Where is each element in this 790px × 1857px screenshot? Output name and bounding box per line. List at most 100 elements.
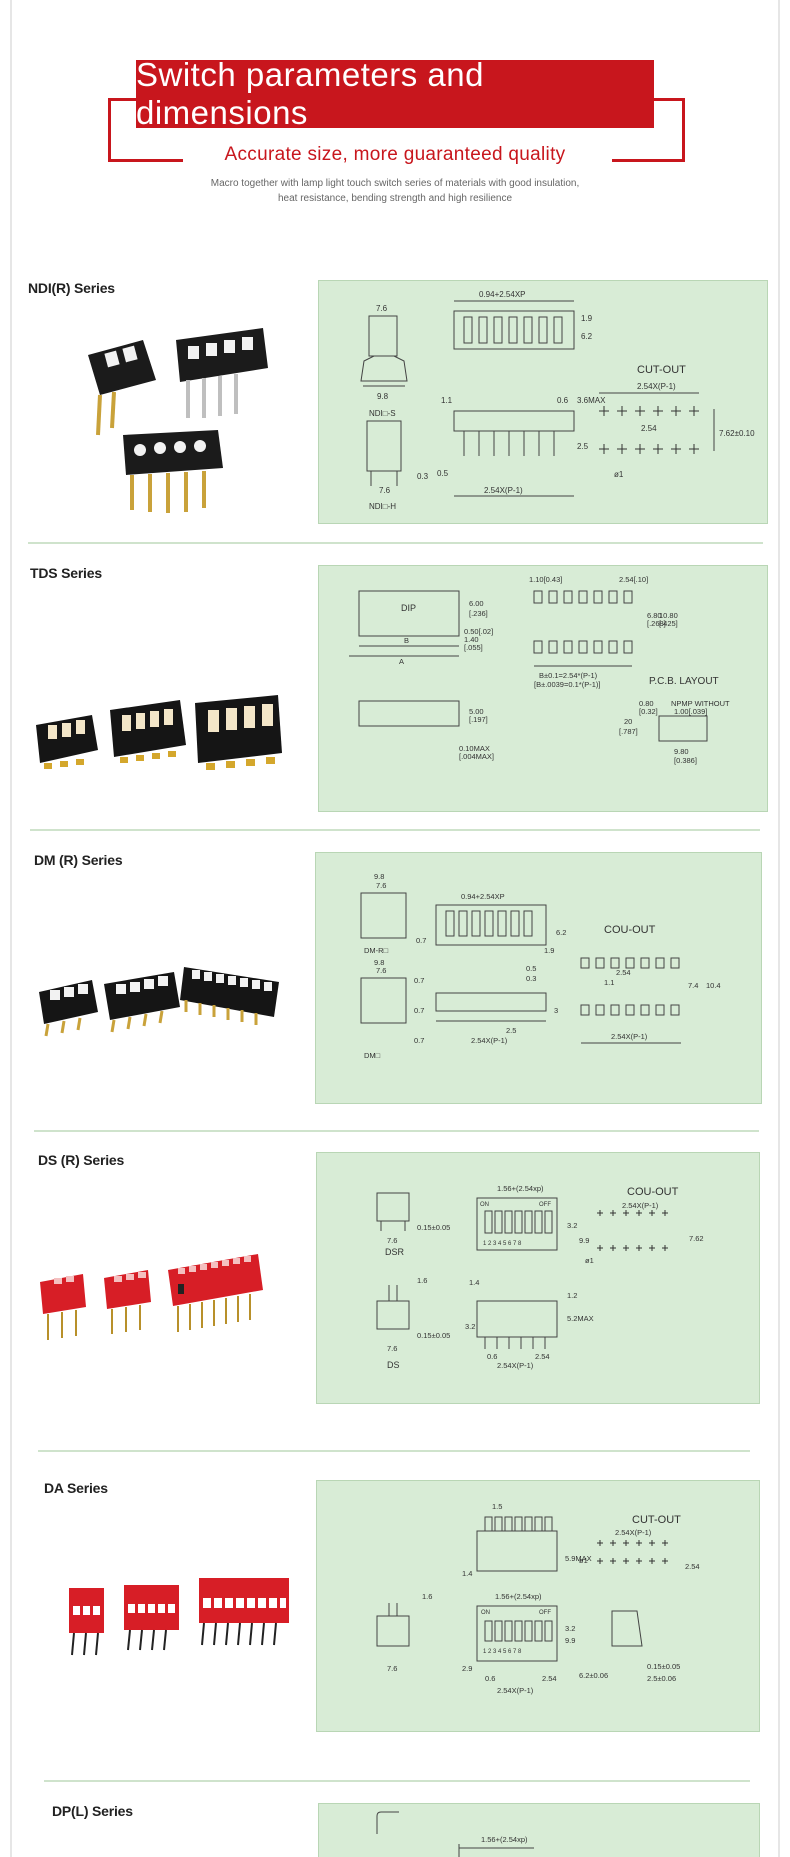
dimension-drawing-da: 1.5 CUT-OUT 2.54X(P-1) 5.9MAX 1.4 2.54 1… [376,1502,700,1695]
dim-label: 2.5±0.06 [647,1674,676,1683]
dim-label: 3.6MAX [577,396,606,405]
dim-label: [.055] [464,643,483,652]
dim-label: [.268] [647,619,666,628]
dim-label: 9.8 [377,392,389,401]
dim-label: 6.80 [647,611,662,620]
dim-label: B±0.1=2.54*(P-1) [539,671,598,680]
dim-label: DIP [401,603,416,613]
dim-label: 2.54X(P-1) [484,486,523,495]
ndi-switch-2pos [88,340,156,436]
dim-label: 0.7 [414,976,424,985]
dm-switch-4pos [104,972,180,1033]
dim-label: 1.1 [441,396,453,405]
dim-label: 7.6 [376,881,386,890]
dm-switch-3pos [39,980,98,1037]
dim-label: 6.2±0.06 [579,1671,608,1680]
dim-label: 0.94+2.54XP [479,290,525,299]
cutout-label: CUT-OUT [632,1514,681,1526]
dm-switch-8pos [180,967,279,1025]
dim-label: 10.4 [706,981,721,990]
tds-switch-4pos [110,700,186,763]
dim-label: [B±.0039=0.1*(P-1)] [534,680,600,689]
product-photos-ds [40,1254,263,1340]
pcb-layout-label: P.C.B. LAYOUT [649,676,719,687]
dim-label: 7.62±0.10 [719,429,755,438]
dim-label: 5.2MAX [567,1314,594,1323]
dim-label: 0.15±0.05 [417,1223,450,1232]
dim-label: 0.5 [437,469,449,478]
right-edge-line [778,0,780,1857]
dim-label: 0.15±0.05 [647,1662,680,1671]
section-divider [38,1450,750,1452]
dim-label: 2.54 [542,1674,557,1683]
product-photos-da [69,1578,289,1656]
cutout-label: COU-OUT [627,1186,679,1198]
switch-number-row: 1 2 3 4 5 6 7 8 [483,1241,522,1247]
switch-on-label: ON [480,1202,489,1208]
product-photos-ndi [88,328,268,513]
dim-label: 7.62 [689,1234,704,1243]
dim-label: 10.80 [659,611,678,620]
dim-label: 7.6 [387,1344,397,1353]
dimension-drawing-dpl: 1.56+(2.54xp) [376,1811,534,1857]
section-divider [28,542,763,544]
dim-label: ø1 [579,1556,588,1565]
dim-label: 7.6 [376,304,388,313]
series-title: DA Series [44,1480,108,1496]
product-photos-tds [36,695,282,770]
dim-label: A [399,657,404,666]
dim-label: 0.10MAX [459,744,490,753]
ds-switch-2pos [40,1274,86,1340]
dimension-panel-dm: 9.8 7.6 0.94+2.54XP DM-R□ 0.7 6.2 1.9 0.… [315,852,762,1104]
dim-label: [.425] [659,619,678,628]
series-title: NDI(R) Series [28,280,115,296]
dim-label: 6.00 [469,599,484,608]
dimension-panel-dpl: 1.56+(2.54xp) [318,1803,760,1857]
dim-label: 2.54 [685,1562,700,1571]
dim-label: 2.54X(P-1) [637,382,676,391]
page-description: Macro together with lamp light touch swi… [200,176,590,206]
dim-label: 1.56+(2.54xp) [497,1184,544,1193]
dim-label: 0.7 [416,936,426,945]
dim-label: 2.54X(P-1) [622,1201,659,1210]
dim-label: 1.2 [567,1291,577,1300]
dim-label: 1.6 [422,1592,432,1601]
dim-label: 20 [624,717,632,726]
section-ds: DS (R) Series [38,1152,768,1452]
dim-label: 2.5 [506,1026,516,1035]
product-photos-dm [39,967,279,1037]
dim-label: [0.386] [674,756,697,765]
switch-on-label: ON [481,1610,490,1616]
dim-label: NDI□-S [369,409,396,418]
dim-label: 0.7 [414,1006,424,1015]
dim-label: ø1 [614,470,624,479]
dim-label: 6.2 [556,928,566,937]
ndi-switch-4pos-gold [123,430,223,513]
dim-label: NDI□-H [369,502,396,511]
switch-number-row: 1 2 3 4 5 6 7 8 [483,1649,522,1655]
dim-label: [0.32] [639,707,658,716]
dim-label: 1.9 [544,946,554,955]
dim-label: NPMP WITHOUT [671,699,730,708]
dimension-drawing-dm: 9.8 7.6 0.94+2.54XP DM-R□ 0.7 6.2 1.9 0.… [360,872,721,1060]
tds-switch-3pos [36,715,98,769]
ds-switch-8pos [168,1254,263,1332]
dim-label: 2.54X(P-1) [611,1032,648,1041]
dim-label: 1.4 [462,1569,472,1578]
dim-label: 7.6 [379,486,391,495]
dim-label: 0.3 [417,472,429,481]
dim-label: 9.80 [674,747,689,756]
series-title: DP(L) Series [52,1803,133,1819]
ndi-switch-4pos [176,328,268,418]
dim-label: 2.9 [462,1664,472,1673]
switch-off-label: OFF [539,1610,551,1616]
dim-label: DM□ [364,1051,381,1060]
dim-label: 1.6 [417,1276,427,1285]
variant-label: DS [387,1360,400,1370]
dim-label: [.004MAX] [459,752,494,761]
dim-label: 1.4 [469,1278,479,1287]
dim-label: 1.00[.039] [674,707,707,716]
description-line-2: heat resistance, bending strength and hi… [277,193,513,204]
dim-label: 2.54 [616,968,631,977]
